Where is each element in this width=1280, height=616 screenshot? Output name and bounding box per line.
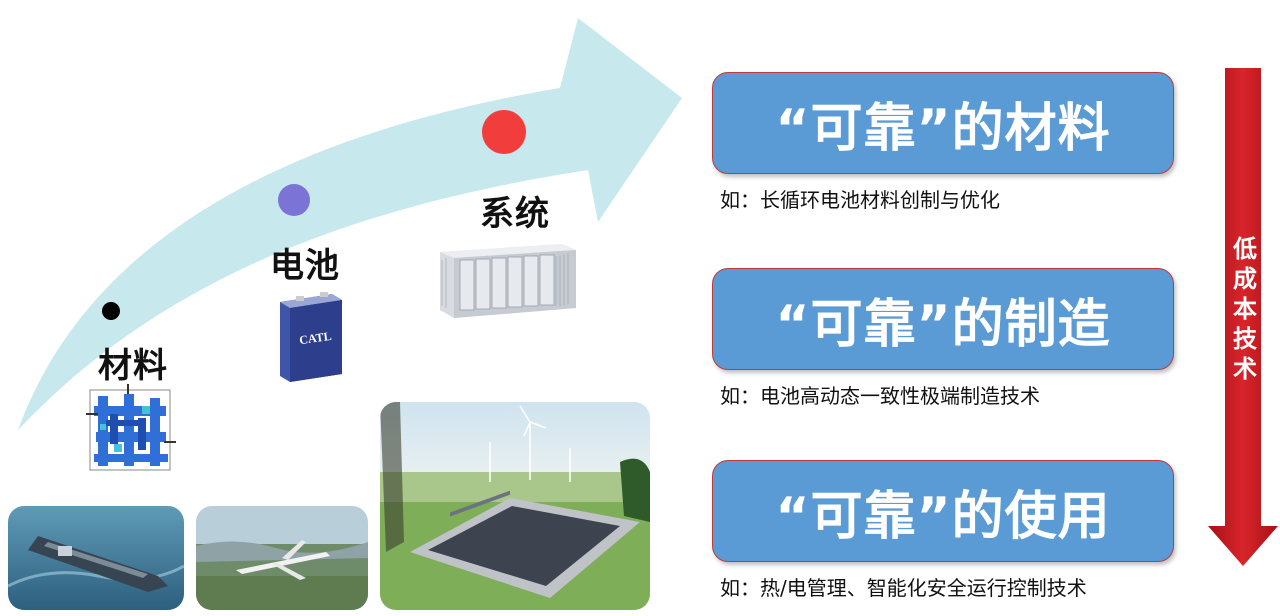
- down-arrow-icon: [1208, 68, 1278, 566]
- card-example-manufacturing: 如：电池高动态一致性极端制造技术: [720, 384, 1040, 408]
- card-reliable-materials: “可靠”的材料: [712, 72, 1174, 174]
- card-example-materials: 如：长循环电池材料创制与优化: [720, 188, 1000, 212]
- card-reliable-usage: “可靠”的使用: [712, 460, 1174, 562]
- battery-logo-text: CATL: [298, 329, 332, 347]
- card-reliable-manufacturing: “可靠”的制造: [712, 268, 1174, 370]
- ship-photo: [8, 506, 184, 610]
- side-arrow-label: 低成本技术: [1233, 235, 1257, 383]
- container-system-image: [440, 244, 576, 318]
- airplane-photo: [196, 506, 368, 610]
- stage-dot-system: [482, 110, 526, 154]
- material-lattice-image: [86, 384, 176, 471]
- stage-label-materials: 材料: [98, 346, 168, 386]
- stage-dot-materials: [102, 302, 120, 320]
- card-title: “可靠”的使用: [775, 486, 1111, 547]
- energy-station-photo: [380, 402, 650, 610]
- card-title: “可靠”的材料: [775, 98, 1111, 159]
- stage-label-system: 系统: [480, 194, 550, 234]
- stage-label-battery: 电池: [270, 246, 340, 286]
- card-title: “可靠”的制造: [775, 294, 1111, 355]
- battery-cell-image: CATL: [280, 292, 342, 382]
- stage-dot-battery: [278, 184, 310, 216]
- card-example-usage: 如：热/电管理、智能化安全运行控制技术: [720, 576, 1087, 600]
